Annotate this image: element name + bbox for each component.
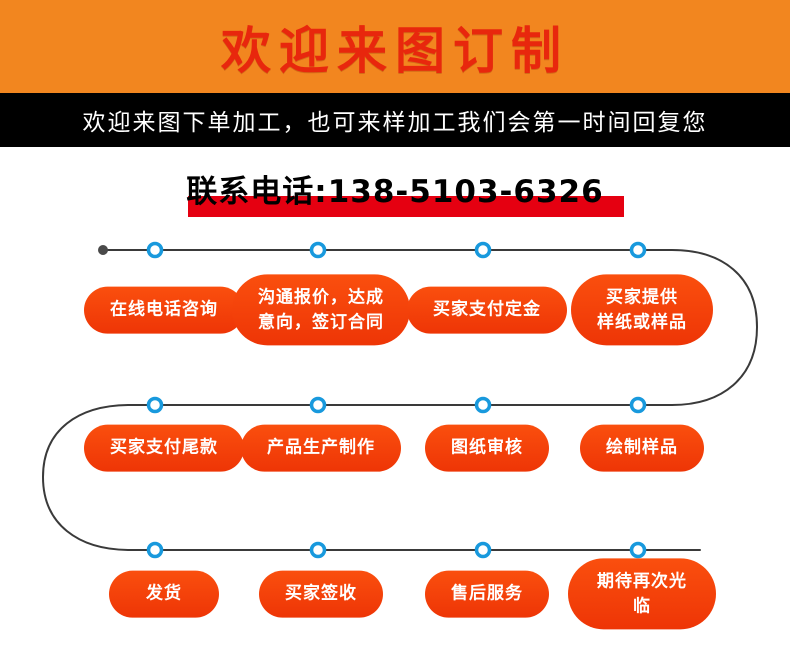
flow-step-final-payment: 买家支付尾款 [84, 424, 244, 472]
flow-node [474, 541, 492, 559]
flow-node [146, 541, 164, 559]
flow-step-drawing-review: 图纸审核 [425, 424, 549, 472]
flow-line [42, 249, 758, 551]
flow-node [629, 541, 647, 559]
flow-node [146, 241, 164, 259]
flow-node [629, 396, 647, 414]
contact-phone: 联系电话:138-5103-6326 [186, 174, 604, 210]
flow-step-buyer-receive: 买家签收 [259, 570, 383, 618]
flow-start-dot [98, 245, 108, 255]
contact-highlight-bar [188, 196, 624, 217]
flow-step-production: 产品生产制作 [241, 424, 401, 472]
flow-node [309, 396, 327, 414]
flow-step-draw-sample: 绘制样品 [580, 424, 704, 472]
flow-node [146, 396, 164, 414]
flow-step-quote-contract: 沟通报价，达成 意向，签订合同 [232, 274, 410, 346]
flow-node [629, 241, 647, 259]
sub-banner-text: 欢迎来图下单加工，也可来样加工我们会第一时间回复您 [82, 110, 708, 136]
flow-node [474, 396, 492, 414]
flow-node [474, 241, 492, 259]
flow-node [309, 541, 327, 559]
contact-section: 联系电话:138-5103-6326 [0, 166, 790, 224]
sub-banner: 欢迎来图下单加工，也可来样加工我们会第一时间回复您 [0, 93, 790, 147]
page-title: 欢迎来图订制 [221, 21, 569, 80]
flow-step-provide-sample: 买家提供 样纸或样品 [571, 274, 713, 346]
flow-step-welcome-again: 期待再次光临 [568, 558, 716, 630]
flow-step-ship: 发货 [109, 570, 219, 618]
flow-step-after-sales: 售后服务 [425, 570, 549, 618]
flow-step-deposit: 买家支付定金 [407, 286, 567, 334]
header-banner: 欢迎来图订制 [0, 0, 790, 93]
flow-node [309, 241, 327, 259]
flow-step-online-consult: 在线电话咨询 [84, 286, 244, 334]
